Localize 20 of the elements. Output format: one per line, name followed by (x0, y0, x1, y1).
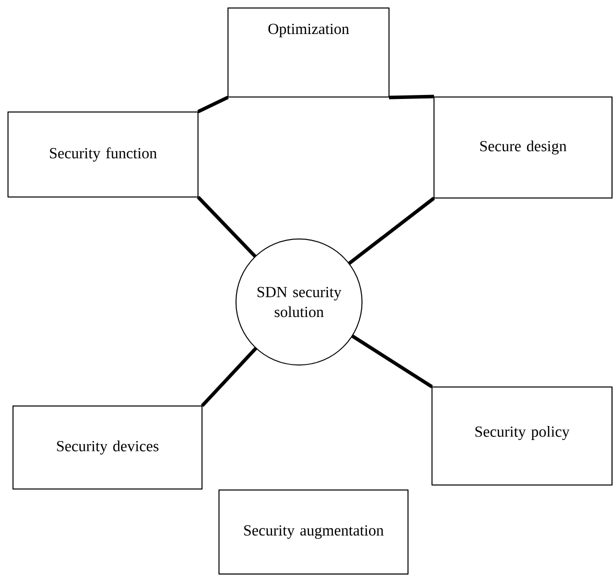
connector-line (388, 94, 434, 100)
node-label: Optimization (268, 24, 350, 38)
topic-box (432, 386, 612, 486)
node-label: Security augmentation (244, 525, 384, 539)
solution-circle (236, 238, 362, 366)
connector-line (196, 196, 257, 258)
node-label: Security policy (475, 426, 570, 440)
node-label: Secure design (480, 140, 567, 155)
connector-line (348, 196, 435, 265)
topic-box (218, 490, 408, 574)
connector-line (197, 96, 229, 114)
topic-box (228, 8, 390, 98)
topic-box (434, 96, 612, 198)
connector-line (351, 334, 433, 388)
topic-box (8, 112, 198, 198)
node-label: Security devices (57, 440, 158, 455)
connector-line (200, 346, 258, 408)
topic-box (12, 406, 202, 490)
node-label: Security function (50, 147, 157, 162)
node-label: SDN security solution (258, 286, 342, 318)
